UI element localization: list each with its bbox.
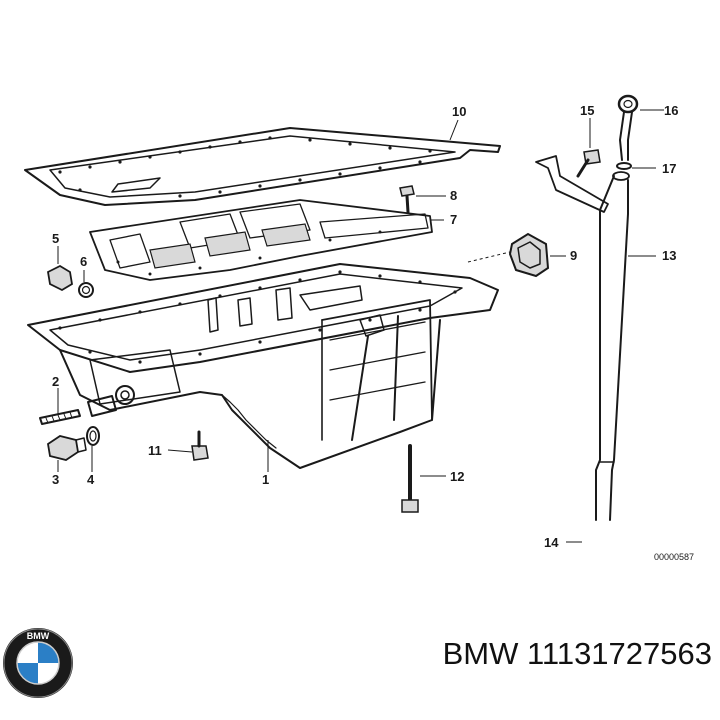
callout-6: 6 — [80, 254, 87, 269]
sealing-washer-6 — [78, 282, 94, 298]
bolt-12 — [401, 444, 419, 513]
callout-12: 12 — [450, 469, 464, 484]
callout-5: 5 — [52, 231, 59, 246]
callout-labels: 10 16 15 17 8 7 5 6 9 13 2 11 1 12 3 4 1… — [52, 103, 694, 562]
dipstick-guide-tube-13 — [595, 171, 630, 521]
callout-2: 2 — [52, 374, 59, 389]
callout-3: 3 — [52, 472, 59, 487]
sealing-washer-4 — [86, 426, 100, 446]
logo-letters: BMW — [27, 631, 50, 641]
stud-2 — [39, 395, 117, 425]
bolt-8 — [399, 185, 415, 214]
part-number-caption: BMW 11131727563 — [442, 636, 712, 671]
rubber-seal-9 — [508, 232, 550, 278]
callout-13: 13 — [662, 248, 676, 263]
callout-8: 8 — [450, 188, 457, 203]
callout-9: 9 — [570, 248, 577, 263]
bracket-bolt-15 — [535, 149, 609, 213]
oil-baffle-plate — [89, 199, 433, 281]
oil-pan-gasket — [24, 127, 501, 206]
callout-4: 4 — [87, 472, 95, 487]
diagram-code: 00000587 — [654, 552, 694, 562]
callout-14: 14 — [544, 535, 559, 550]
callout-10: 10 — [452, 104, 466, 119]
callout-15: 15 — [580, 103, 594, 118]
oil-pan-1 — [27, 263, 499, 469]
callout-11: 11 — [148, 443, 162, 458]
dipstick-16 — [617, 94, 639, 161]
bolt-11 — [191, 430, 209, 461]
bmw-logo: BMW — [3, 628, 73, 698]
o-ring-17 — [616, 162, 632, 170]
plug-5 — [47, 264, 73, 292]
callout-1: 1 — [262, 472, 269, 487]
callout-7: 7 — [450, 212, 457, 227]
drain-plug-3 — [47, 435, 87, 461]
leader-lines — [57, 109, 664, 543]
callout-17: 17 — [662, 161, 676, 176]
callout-16: 16 — [664, 103, 678, 118]
